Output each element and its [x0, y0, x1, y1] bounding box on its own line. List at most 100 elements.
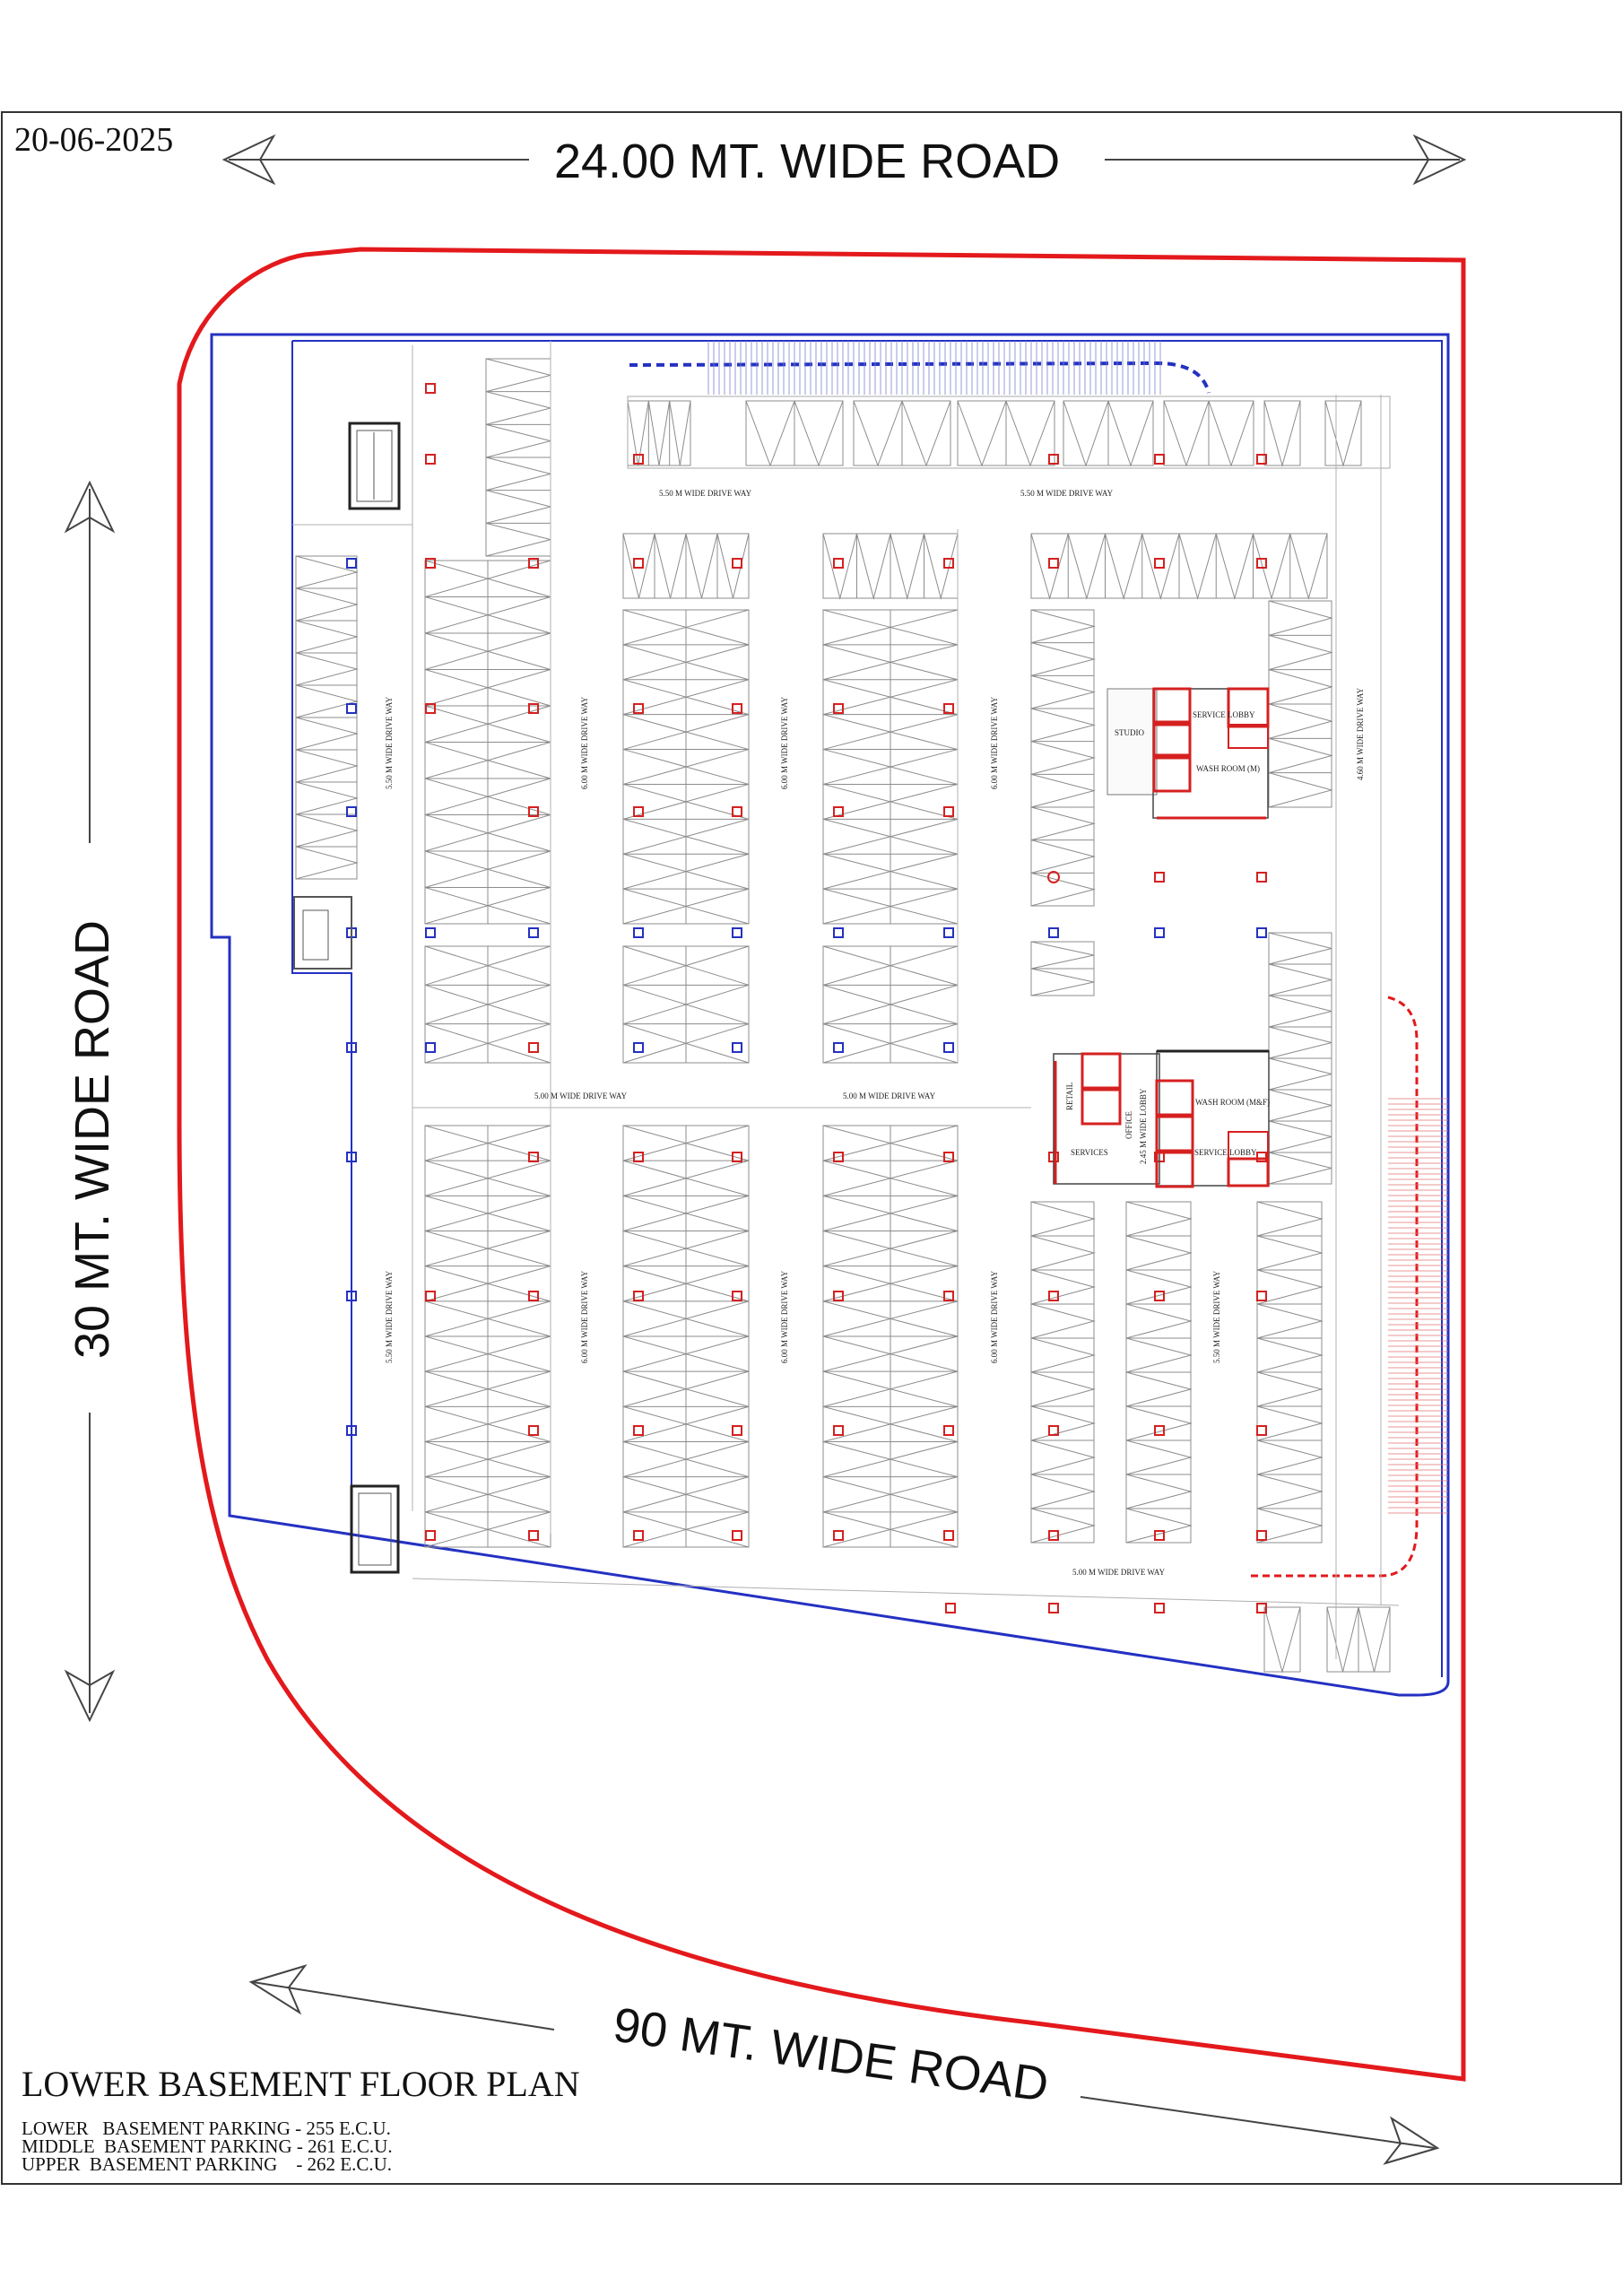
block-d-upper-stall-mark — [1030, 773, 1096, 808]
column-red — [528, 1042, 539, 1053]
column-red — [732, 1291, 742, 1301]
west-strip-stall-mark — [295, 684, 359, 718]
driveway-bottom: 5.00 M WIDE DRIVE WAY — [1072, 1568, 1166, 1577]
block-d-cap-stall-mark — [1178, 533, 1217, 600]
top-row-e — [1063, 400, 1154, 467]
service-lobby-label-1: SERVICE LOBBY — [1193, 710, 1255, 719]
column-blue — [1154, 927, 1165, 938]
driveway-labels: 5.50 M WIDE DRIVE WAY 5.50 M WIDE DRIVE … — [385, 489, 1365, 1577]
block-d-upper-stall-mark — [1030, 674, 1096, 709]
parking-bays — [292, 341, 1400, 1674]
block-e-lower-stall-mark — [1125, 1201, 1193, 1237]
block-b-mid-stall-mark — [622, 945, 750, 986]
west-strip — [295, 555, 359, 880]
top-road-annotation: 24.00 MT. WIDE ROAD — [221, 134, 1467, 188]
column-red — [732, 1425, 742, 1436]
top-row-g-stall-mark — [1263, 400, 1301, 467]
column-red — [528, 1425, 539, 1436]
column-red — [1256, 1530, 1267, 1541]
block-b-lower-stall-mark — [622, 1231, 750, 1267]
top-row-d-stall-mark — [957, 400, 1007, 467]
block-c-lower-stall-mark — [822, 1265, 959, 1302]
bottom-road-arrow-right-icon — [1383, 2116, 1440, 2165]
block-b-upper-stall-mark — [622, 749, 750, 785]
top-row-h-stall-mark — [1324, 400, 1362, 467]
column-red — [1154, 1291, 1165, 1301]
column-red — [633, 454, 644, 465]
column-blue — [833, 927, 844, 938]
top-row-b-stall-mark — [794, 400, 844, 467]
block-e-lower-stall-mark — [1125, 1303, 1193, 1339]
column-red — [732, 558, 742, 569]
block-a-lower-stall-mark — [424, 1160, 551, 1196]
top-row-b-stall-mark — [745, 400, 795, 467]
block-d-cap-stall-mark — [1289, 533, 1328, 600]
column-blue — [1256, 927, 1267, 938]
column-blue — [633, 1042, 644, 1053]
block-c-mid-stall-mark — [822, 1023, 959, 1064]
block-a-lower-stall-mark — [424, 1231, 551, 1267]
block-e-lower-stall-mark — [1125, 1235, 1193, 1271]
column-red — [425, 558, 436, 569]
column-red — [425, 454, 436, 465]
top-row-c — [853, 400, 951, 467]
column-red — [633, 558, 644, 569]
column-red — [1256, 1425, 1267, 1436]
block-d-cap — [1030, 533, 1328, 600]
basement-outline — [210, 333, 1450, 1697]
block-d-upper-stall-mark — [1030, 708, 1096, 743]
block-d-upper-stall-mark — [1030, 609, 1096, 644]
west-strip-stall-mark — [295, 717, 359, 751]
structural-columns — [346, 383, 1267, 1613]
washroom-mf-label: WASH ROOM (M&F) — [1195, 1098, 1270, 1107]
column-blue — [425, 927, 436, 938]
column-red — [425, 1530, 436, 1541]
plan-line-middle: MIDDLE BASEMENT PARKING - 261 E.C.U. — [22, 2135, 393, 2157]
block-c-upper-stall-mark — [822, 609, 959, 646]
block-c-mid-stall-mark — [822, 984, 959, 1025]
block-d-lower-stall-mark — [1030, 1201, 1096, 1237]
column-red — [833, 1425, 844, 1436]
plan-title: LOWER BASEMENT FLOOR PLAN — [22, 2064, 580, 2104]
block-c-upper-stall-mark — [822, 818, 959, 855]
block-a-upper-stall-mark — [424, 596, 551, 634]
block-d-lower-stall-mark — [1030, 1303, 1096, 1339]
top-road-arrow-right-icon — [1412, 134, 1467, 186]
block-d-lower-stall-mark — [1030, 1371, 1096, 1407]
block-b-upper-stall-mark — [622, 818, 750, 855]
block-d-lower-stall-mark — [1030, 1235, 1096, 1271]
west-strip-stall-mark — [295, 652, 359, 686]
block-d-upper-stall-mark — [1030, 872, 1096, 907]
block-c-cap-stall-mark — [822, 533, 857, 600]
washroom-m-label: WASH ROOM (M) — [1196, 764, 1260, 773]
east-strip-mid-stall-mark — [1268, 995, 1332, 1028]
east-strip-mid-stall-mark — [1268, 932, 1332, 965]
driveway-v-left-lower: 5.50 M WIDE DRIVE WAY — [385, 1270, 394, 1363]
block-a-lower — [424, 1125, 551, 1548]
south-stall-2-stall-mark — [1326, 1606, 1359, 1673]
top-row-g — [1263, 400, 1301, 467]
column-red — [943, 1152, 954, 1162]
ramp-top-dashed — [629, 361, 1211, 394]
south-stall-1 — [1263, 1606, 1301, 1674]
left-road-arrow-down-icon — [64, 1669, 116, 1723]
column-red — [425, 383, 436, 394]
east-strip-mid-stall-mark — [1268, 1120, 1332, 1153]
column-red — [732, 806, 742, 817]
top-road-arrow-left-icon — [221, 134, 276, 186]
block-b-mid-stall-mark — [622, 984, 750, 1025]
block-d-mid-stall-mark — [1030, 941, 1095, 970]
block-c-upper-stall-mark — [822, 749, 959, 785]
bottom-road-arrow-line-left — [252, 1981, 555, 2031]
staircase-bottom-left — [350, 1484, 400, 1574]
block-a-upper-stall-mark — [424, 742, 551, 779]
top-row-d-stall-mark — [1005, 400, 1055, 467]
east-strip-mid-stall-mark — [1268, 1089, 1332, 1122]
block-c-lower-stall-mark — [822, 1231, 959, 1267]
block-d-cap-stall-mark — [1215, 533, 1254, 600]
block-c-lower-stall-mark — [822, 1511, 959, 1548]
top-row-frame — [627, 396, 1391, 469]
block-d-cap-stall-mark — [1030, 533, 1069, 600]
column-red — [833, 806, 844, 817]
